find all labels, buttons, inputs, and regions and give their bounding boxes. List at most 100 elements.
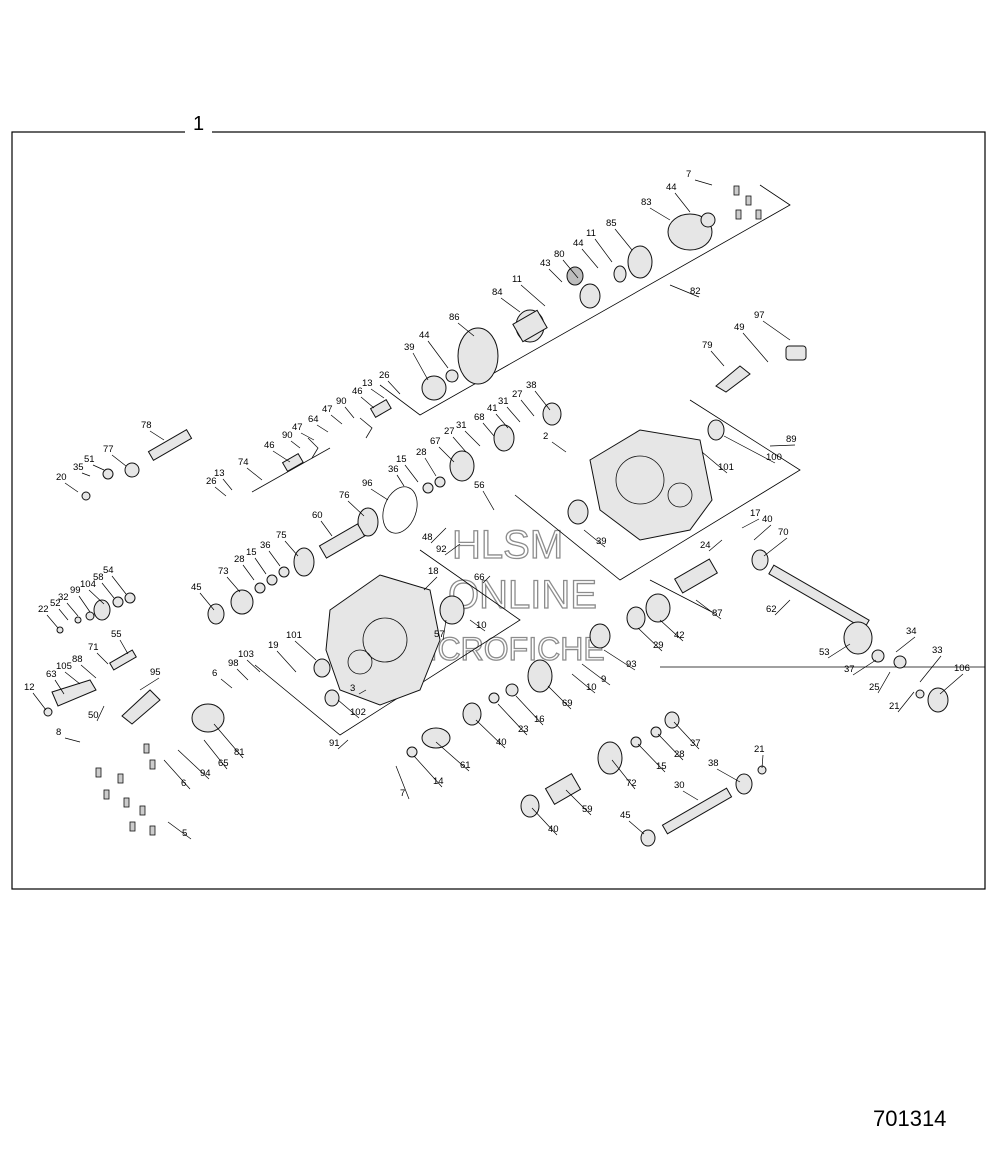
bolt [745, 195, 752, 206]
callout-label: 28 [416, 447, 427, 458]
part-95-bracket [121, 689, 161, 725]
part-58-ring [112, 596, 124, 608]
callout-leader [774, 599, 791, 616]
part-21-ring [915, 689, 925, 699]
bolt [733, 185, 740, 196]
callout-leader [64, 671, 81, 685]
part-69-gear [527, 659, 553, 693]
part-29-ring [626, 606, 646, 630]
callout-label: 40 [548, 824, 559, 835]
part-75-gear [293, 547, 315, 577]
callout-label: 44 [419, 330, 430, 341]
callout-label: 45 [191, 582, 202, 593]
part-44-ring-2 [445, 369, 459, 383]
callout-label: 90 [282, 430, 293, 441]
callout-label: 9 [601, 674, 606, 685]
part-16-ring [505, 683, 519, 697]
callout-leader [96, 652, 109, 665]
callout-leader [220, 678, 233, 689]
part-93-plate [589, 623, 611, 649]
callout-leader [226, 576, 241, 593]
callout-label: 89 [786, 434, 797, 445]
callout-label: 26 [206, 476, 217, 487]
callout-leader [695, 599, 722, 620]
callout-leader [358, 689, 367, 695]
callout-leader [396, 474, 405, 487]
callout-label: 36 [388, 464, 399, 475]
callout-label: 5 [182, 828, 187, 839]
callout-leader [199, 592, 215, 611]
part-81-housing [191, 703, 225, 733]
part-101-seal [313, 658, 331, 678]
callout-label: 46 [264, 440, 275, 451]
part-51-washer [102, 468, 114, 480]
housing-91-bore-2 [347, 649, 373, 675]
callout-label: 64 [308, 414, 319, 425]
callout-label: 57 [434, 629, 445, 640]
callout-leader [742, 332, 769, 363]
callout-label: 60 [312, 510, 323, 521]
bracket-91 [254, 549, 521, 736]
upper-shaft-parts [81, 212, 716, 501]
callout-label: 32 [58, 592, 69, 603]
callout-label: 45 [620, 810, 631, 821]
callout-leader [32, 692, 47, 711]
callout-leader [163, 759, 191, 790]
callout-label: 41 [487, 403, 498, 414]
callout-label: 68 [474, 412, 485, 423]
part-46-spring [369, 398, 392, 419]
callout-label: 52 [50, 598, 61, 609]
part-40-bearing [462, 702, 482, 726]
callout-leader [581, 663, 611, 686]
callout-label: 47 [322, 404, 333, 415]
callout-leader [482, 422, 495, 437]
part-74-rod [251, 447, 331, 493]
callout-leader [919, 655, 942, 683]
callout-leader [412, 352, 429, 381]
part-86-gear [457, 327, 499, 385]
callout-label: 80 [554, 249, 565, 260]
callout-leader [827, 643, 851, 659]
callout-leader [214, 486, 227, 497]
callout-label: 95 [150, 667, 161, 678]
callout-leader [469, 619, 486, 632]
right-output-parts [589, 549, 949, 713]
part-34-ring [893, 655, 907, 669]
part-77-bushing [124, 462, 140, 478]
callout-label: 98 [228, 658, 239, 669]
part-79-bracket [715, 365, 751, 393]
callout-leader [81, 472, 91, 477]
callout-label: 85 [606, 218, 617, 229]
diagram-number: 701314 [873, 1106, 947, 1131]
callout-label: 38 [708, 758, 719, 769]
part-84-shaft-body [512, 309, 548, 343]
assembly-number: 1 [185, 113, 213, 136]
watermark-line-1: HLSM [452, 523, 563, 567]
callout-label: 33 [932, 645, 943, 656]
callout-label: 37 [690, 738, 701, 749]
callout-label: 63 [46, 669, 57, 680]
callout-leader [290, 440, 301, 449]
bolt [117, 773, 124, 784]
part-72-gear [597, 741, 623, 775]
part-43-gear [566, 266, 584, 286]
part-45-bearing-2 [640, 829, 656, 847]
callout-label: 76 [339, 490, 350, 501]
callout-leader [236, 668, 249, 681]
callout-label: 28 [674, 749, 685, 760]
callout-label: 83 [641, 197, 652, 208]
callout-label: 48 [422, 532, 433, 543]
callout-label: 46 [352, 386, 363, 397]
bolt [123, 797, 130, 808]
part-14-washer [406, 746, 418, 758]
callout-leader [58, 608, 69, 621]
callout-label: 84 [492, 287, 503, 298]
callout-leader [442, 619, 447, 641]
callout-label: 54 [103, 565, 114, 576]
callout-leader [344, 406, 355, 419]
callout-leader [96, 705, 105, 722]
callout-label: 97 [754, 310, 765, 321]
callout-leader [370, 488, 389, 501]
callout-label: 37 [844, 664, 855, 675]
